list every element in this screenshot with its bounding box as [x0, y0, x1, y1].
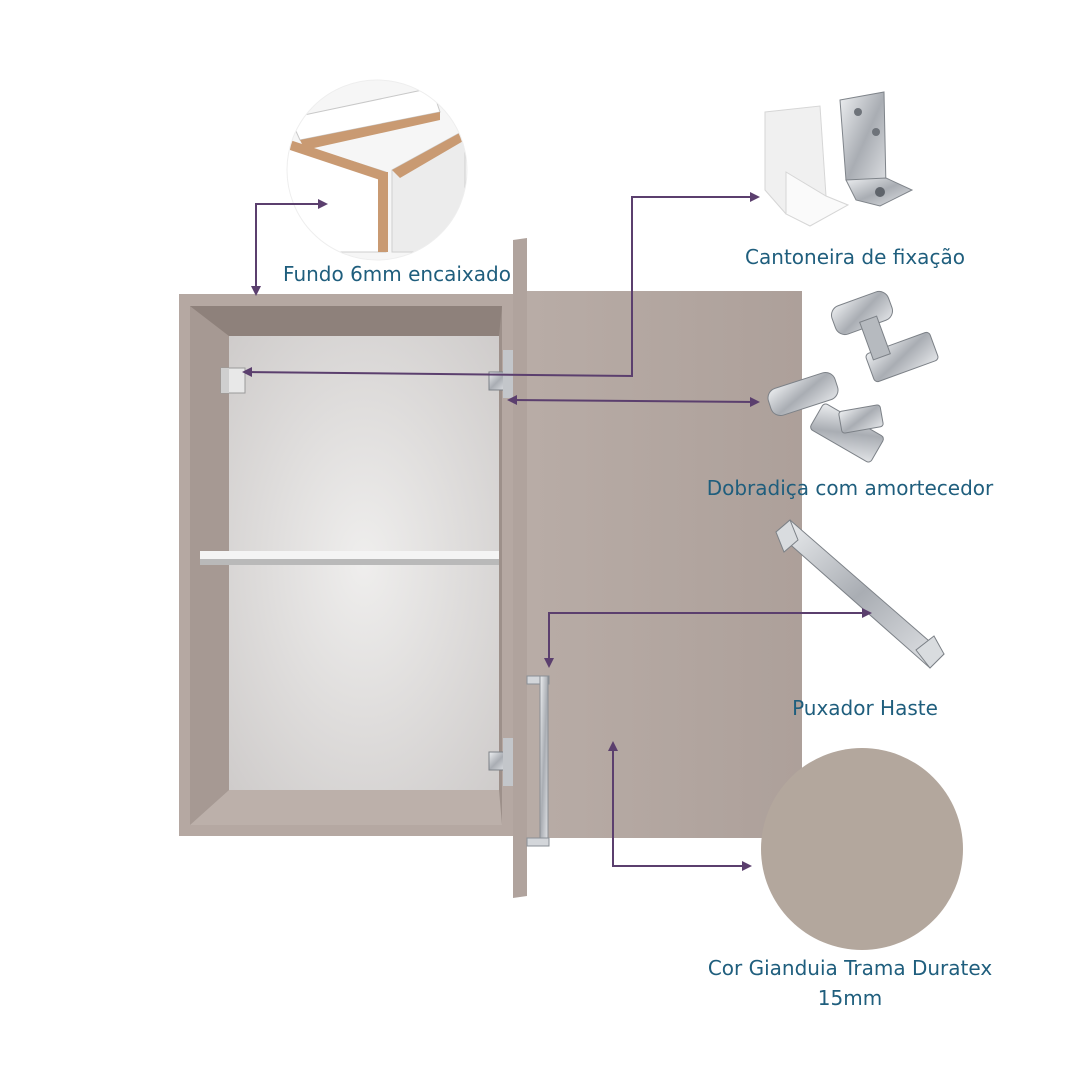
- handle-bar-image: [775, 519, 945, 669]
- door-handle: [526, 675, 550, 847]
- arrowheads: [242, 192, 872, 871]
- leader-puxador: [548, 612, 868, 664]
- groove-detail-image: [286, 79, 468, 261]
- label-cantoneira: Cantoneira de fixação: [745, 245, 965, 269]
- label-dobradica: Dobradiça com amortecedor: [706, 476, 994, 500]
- label-puxador: Puxador Haste: [792, 696, 938, 720]
- cantoneira-image: [764, 91, 914, 227]
- bracket-marker: [220, 367, 246, 394]
- leader-dobradica: [511, 399, 757, 403]
- label-cor-line1: Cor Gianduia Trama Duratex: [707, 956, 993, 980]
- label-cor: Cor Gianduia Trama Duratex 15mm: [680, 953, 1020, 1013]
- cabinet-body: [179, 294, 513, 836]
- shelf: [200, 551, 499, 565]
- label-cor-line2: 15mm: [817, 986, 883, 1010]
- leader-cantoneira: [246, 196, 756, 378]
- leader-cor: [612, 746, 748, 867]
- label-fundo: Fundo 6mm encaixado: [283, 262, 511, 286]
- hinge-image: [767, 290, 939, 463]
- leader-lines: [246, 196, 868, 867]
- door-panel: [527, 291, 802, 838]
- leader-fundo: [255, 203, 326, 290]
- color-swatch: [761, 748, 963, 950]
